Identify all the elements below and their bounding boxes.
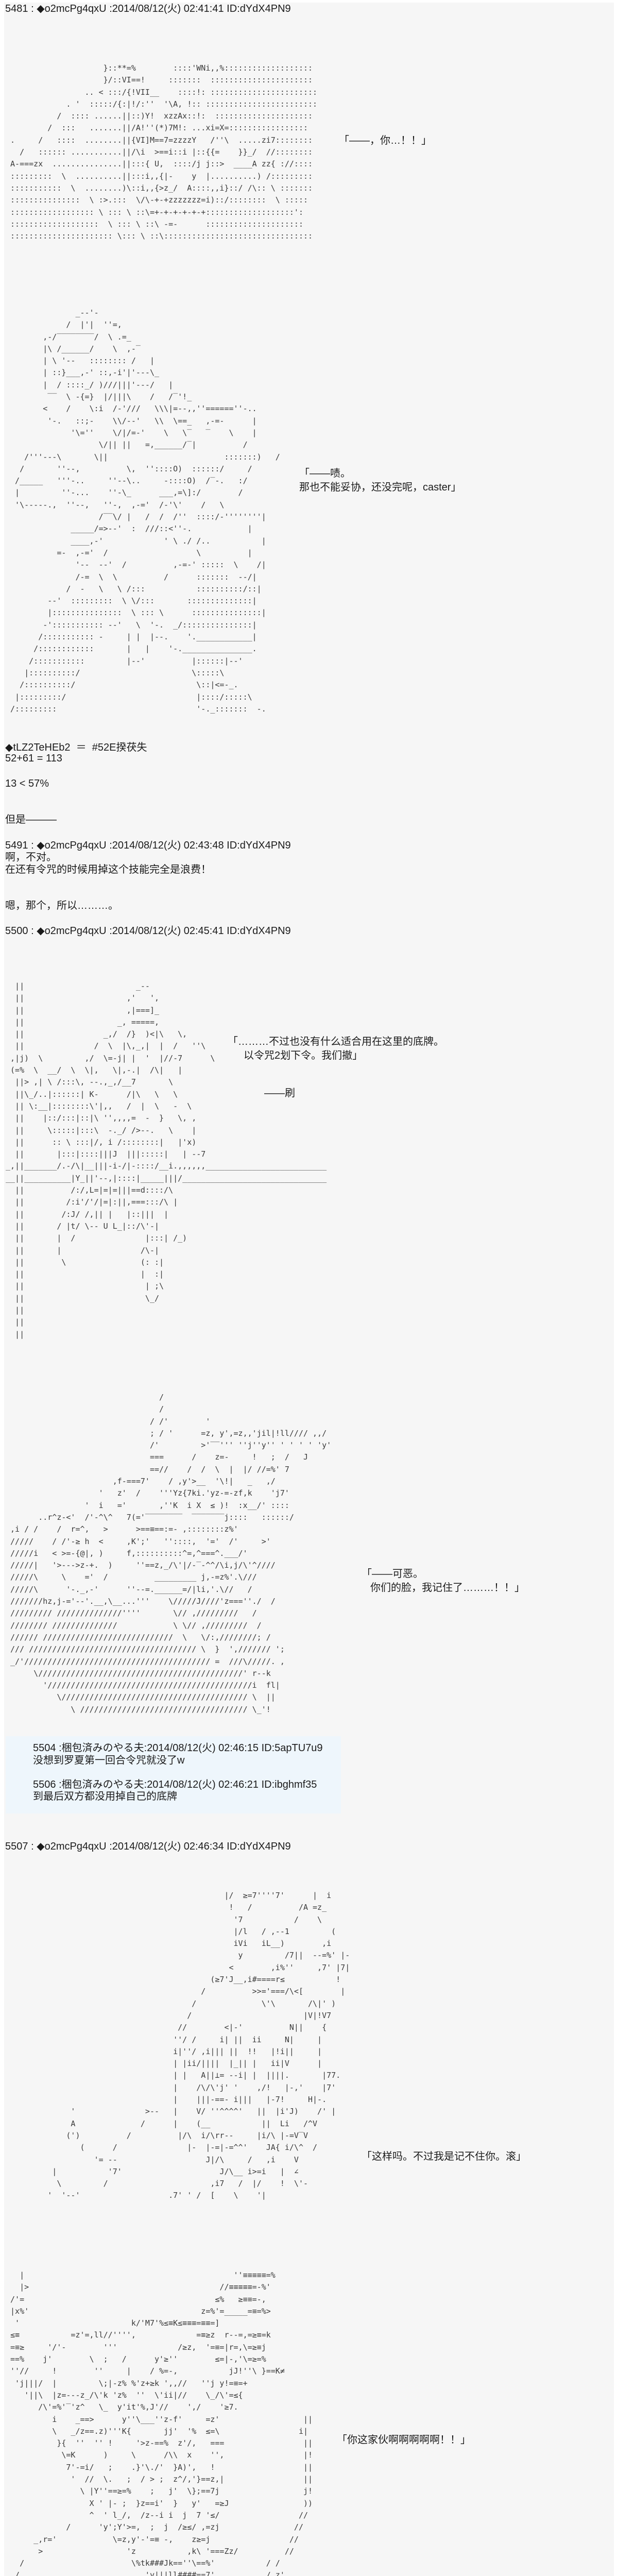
post-number: 5506 bbox=[33, 1778, 56, 1790]
post-number: 5507 bbox=[5, 1841, 28, 1852]
dialog-text: 「这样吗。不过我是记不住你。滚」 bbox=[362, 2151, 526, 2162]
ascii-art-panel: }::**=% ::::'WNi,,%::::::::::::::::::: }… bbox=[10, 63, 318, 241]
dialog-text-line: 「——可恶。 bbox=[362, 1568, 423, 1580]
post-datetime: 2014/08/12(火) 02:41:41 bbox=[112, 3, 224, 14]
dialog-text-line: 「………不过也没有什么适合用在这里的底牌。 bbox=[228, 1036, 444, 1047]
dice-roll-command: ◆tLZ2TeHEb2 ＝ #52E揆茯失 bbox=[5, 742, 147, 753]
header-separator: : bbox=[109, 925, 112, 937]
ascii-art-panel: / / / /' ' ; / ' =z, y',=z,,'jil|!ll////… bbox=[10, 1393, 332, 1714]
ascii-art-panel: | ''≡≡≡≡≡=% |> //≡≡≡≡≡=-%' /'= ≤% ≥≡≡=-,… bbox=[10, 2270, 313, 2576]
post-datetime: 2014/08/12(火) 02:46:21 bbox=[147, 1778, 259, 1790]
sound-effect-text: ——刷 bbox=[264, 1088, 295, 1099]
header-separator: : bbox=[31, 925, 34, 937]
post-datetime: 2014/08/12(火) 02:46:15 bbox=[147, 1742, 259, 1754]
dialog-text: 「你这家伙啊啊啊啊啊！！」 bbox=[337, 2434, 471, 2446]
header-separator: : bbox=[144, 1778, 147, 1790]
reply-header: 5506 :梱包済みのやる夫:2014/08/12(火) 02:46:21 ID… bbox=[33, 1779, 317, 1791]
post-number: 5481 bbox=[5, 3, 28, 14]
reply-box: 5504 :梱包済みのやる夫:2014/08/12(火) 02:46:15 ID… bbox=[6, 1736, 341, 1814]
poster-id: ID:dYdX4PN9 bbox=[227, 3, 291, 14]
header-separator: : bbox=[109, 3, 112, 14]
poster-trip: ◆o2mcPg4qxU bbox=[37, 840, 107, 851]
poster-id: ID:dYdX4PN9 bbox=[227, 1841, 291, 1852]
poster-id: ID:dYdX4PN9 bbox=[227, 840, 291, 851]
poster-trip: ◆o2mcPg4qxU bbox=[37, 925, 107, 937]
poster-trip: ◆o2mcPg4qxU bbox=[37, 1841, 107, 1852]
post-header: 5491 : ◆o2mcPg4qxU :2014/08/12(火) 02:43:… bbox=[5, 840, 291, 852]
header-separator: : bbox=[109, 840, 112, 851]
header-separator: : bbox=[31, 1841, 34, 1852]
reply-header: 5504 :梱包済みのやる夫:2014/08/12(火) 02:46:15 ID… bbox=[33, 1742, 323, 1755]
header-separator: : bbox=[59, 1742, 62, 1754]
ascii-art-panel: || _-- || ,' ', || ,|===]_ || _, =====, … bbox=[6, 981, 327, 1339]
poster-trip: ◆o2mcPg4qxU bbox=[37, 3, 107, 14]
header-separator: : bbox=[144, 1742, 147, 1754]
ascii-art-panel: _--'- / |'| ''=, ,-/‾‾‾‾‾‾‾‾/ \ .=_ |\ /… bbox=[10, 308, 280, 714]
post-datetime: 2014/08/12(火) 02:45:41 bbox=[112, 925, 224, 937]
post-header: 5481 : ◆o2mcPg4qxU :2014/08/12(火) 02:41:… bbox=[5, 3, 291, 15]
dialog-text-line: 以令咒2划下令。我们撤」 bbox=[244, 1050, 363, 1061]
post-header: 5500 : ◆o2mcPg4qxU :2014/08/12(火) 02:45:… bbox=[5, 925, 291, 938]
narration-text: 但是——— bbox=[5, 814, 57, 825]
dialog-text: 「——啧。 那也不能妥协，还没完呢，caster」 bbox=[299, 468, 461, 493]
post-number: 5491 bbox=[5, 840, 28, 851]
header-separator: : bbox=[59, 1778, 62, 1790]
post-number: 5500 bbox=[5, 925, 28, 937]
reply-body: 没想到罗夏第一回合令咒就没了w bbox=[33, 1754, 185, 1766]
post-datetime: 2014/08/12(火) 02:46:34 bbox=[112, 1841, 224, 1852]
reply-body: 到最后双方都没用掉自己的底牌 bbox=[33, 1791, 177, 1802]
dice-check: 13 < 57% bbox=[5, 778, 49, 789]
header-separator: : bbox=[31, 3, 34, 14]
poster-name: 梱包済みのやる夫 bbox=[61, 1742, 144, 1754]
poster-id: ID:ibghmf35 bbox=[261, 1778, 317, 1790]
header-separator: : bbox=[109, 1841, 112, 1852]
poster-name: 梱包済みのやる夫 bbox=[61, 1778, 144, 1790]
dialog-text-line: 你们的脸，我记住了………！！」 bbox=[370, 1582, 525, 1594]
poster-id: ID:5apTU7u9 bbox=[261, 1742, 323, 1754]
dice-roll-result: 52+61 = 113 bbox=[5, 753, 62, 764]
ascii-art-panel: |/ ≥=7''''7' | i ! / /A =z_ '7 / \ bbox=[47, 1891, 350, 2200]
poster-id: ID:dYdX4PN9 bbox=[227, 925, 291, 937]
post-datetime: 2014/08/12(火) 02:43:48 bbox=[112, 840, 224, 851]
header-separator: : bbox=[31, 840, 34, 851]
post-header: 5507 : ◆o2mcPg4qxU :2014/08/12(火) 02:46:… bbox=[5, 1841, 291, 1853]
dialog-text: 「——，你…！！」 bbox=[339, 135, 432, 146]
post-number: 5504 bbox=[33, 1742, 56, 1754]
thread-background bbox=[4, 3, 614, 2576]
post-body: 啊，不对。 在还有令咒的时候用掉这个技能完全是浪费！ 嗯，那个，所以………。 bbox=[5, 852, 211, 911]
